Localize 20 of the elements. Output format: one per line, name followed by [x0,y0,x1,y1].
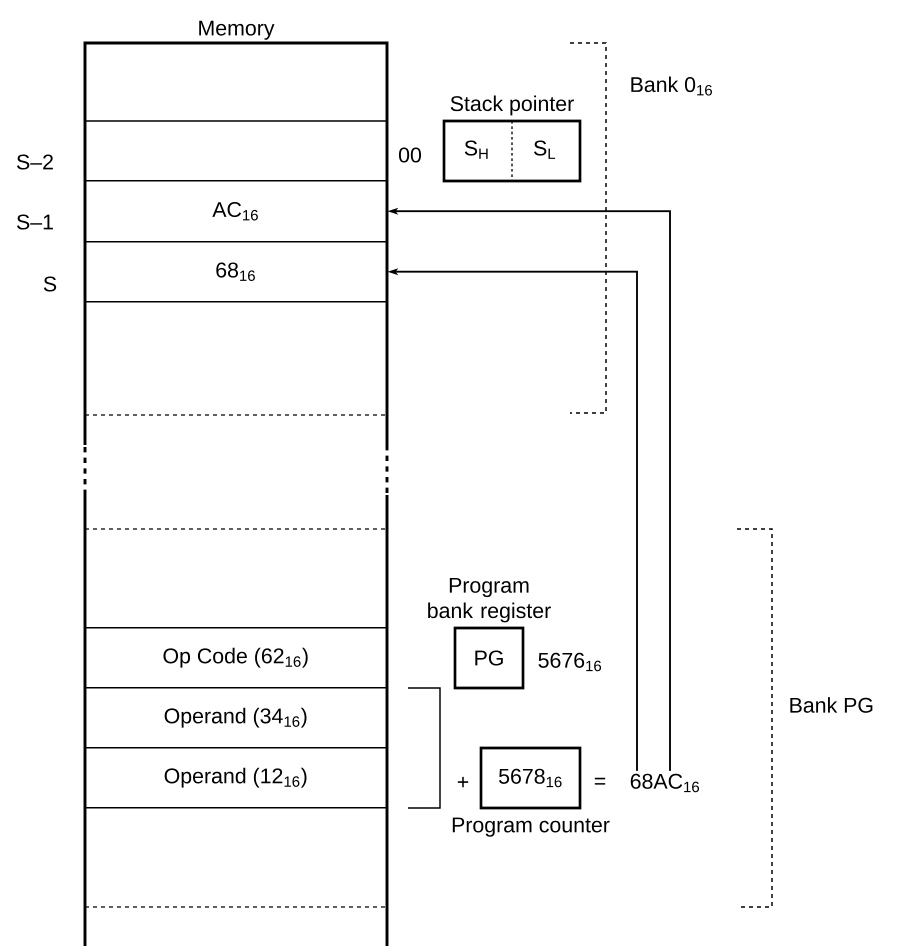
memory-cell: AC$_{16}$ [84,180,388,242]
node-label: Program bank register [428,578,551,622]
text-label: Bank PG [790,697,872,713]
text-label: Bank 0$_{16}$ [631,76,712,96]
beside-label: 5676$_{16}$ [538,652,602,672]
memory-cell: Operand (34$_{16}$) [84,687,388,748]
text-label: S–2 [16,154,53,170]
address-value: 68AC$_{16}$ [630,774,699,792]
text-label: = [594,778,606,785]
text-label: + [458,776,468,788]
register-half: S$_{H}$ [464,140,488,159]
memory-cell: Op Code (62$_{16}$) [84,627,388,688]
beside-label: 00 [398,147,422,163]
node-label: Program counter [452,818,610,837]
memory-cell: 68$_{16}$ [84,241,388,302]
register-half: S$_{L}$ [534,140,556,159]
text-label: S–1 [16,214,53,230]
text-label: S [44,276,56,292]
memory-cell: Operand (12$_{16}$) [84,747,388,808]
node-label: Stack pointer [450,96,574,116]
